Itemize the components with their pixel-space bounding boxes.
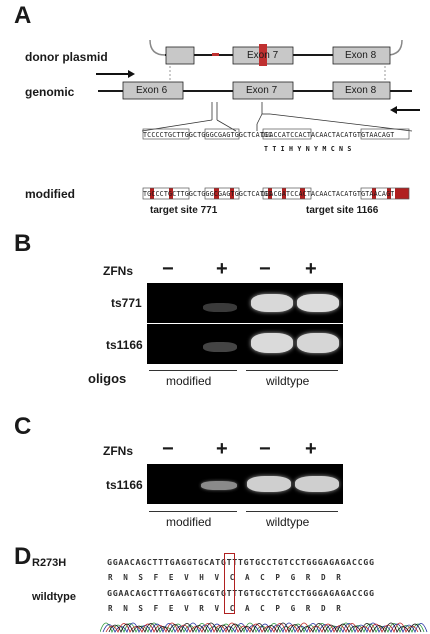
genomic-exon7-box xyxy=(232,81,294,100)
wildtype-sequence: GGAACAGCTTTGAGGTGCGTGTTTGTGCCTGTCCTGGGAG… xyxy=(107,588,375,598)
group-modified-c: modified xyxy=(166,515,212,529)
oligos-label: oligos xyxy=(88,371,127,386)
modified-label: modified xyxy=(25,187,75,201)
wildtype-label-d: wildtype xyxy=(32,591,77,603)
r273h-aa-sequence: R N S F E V H V C A C P G R D R xyxy=(108,573,342,582)
lane-sign-c-1: − xyxy=(162,438,174,460)
lane-sign-b-3: − xyxy=(259,258,271,280)
donor-mutation-mark-771 xyxy=(212,53,219,56)
chromatogram-trace xyxy=(100,622,428,634)
panel-b-letter: B xyxy=(14,230,32,257)
modified-seq-1166: CCACGATCCACTACAACTACATGTGTAACAGT xyxy=(261,190,395,198)
lane-sign-b-2: + xyxy=(216,258,228,280)
wildtype-seq-1166: CCACCATCCACTACAACTACATGTGTAACAGT xyxy=(261,131,395,139)
lane-sign-c-3: − xyxy=(259,438,271,460)
group-wildtype-c: wildtype xyxy=(266,515,310,529)
modified-seq-771: TGCCCTGCTTGGCTGGGCGAGTGGCTCATGC xyxy=(143,190,273,198)
target-site-771-label: target site 771 xyxy=(150,205,218,216)
plasmid-left-arc xyxy=(149,39,166,56)
r273h-label: R273H xyxy=(32,557,67,569)
panel-a-letter: A xyxy=(14,2,32,29)
gel-image-ts1166-c xyxy=(147,464,343,504)
gel-row-label-ts1166-c: ts1166 xyxy=(106,478,143,492)
genomic-exon8-label: Exon 8 xyxy=(345,85,377,96)
panel-d-letter: D xyxy=(14,543,32,570)
gel-image-ts771 xyxy=(147,283,343,323)
donor-exon8-box xyxy=(332,46,391,65)
zfns-label-c: ZFNs xyxy=(103,444,133,458)
donor-mutation-mark-1166 xyxy=(259,44,267,66)
genomic-label: genomic xyxy=(25,85,75,99)
donor-exon7-label: Exon 7 xyxy=(247,50,279,61)
gene-diagram xyxy=(96,39,420,200)
lane-sign-b-1: − xyxy=(162,258,174,280)
wildtype-seq-771: TCCCCTGCTTGGCTGGGCGAGTGGCTCATGC xyxy=(143,131,273,139)
gel-row-label-ts1166-b: ts1166 xyxy=(106,338,143,352)
aa-seq-1166: T T I H Y N Y M C N S xyxy=(264,145,352,153)
lane-sign-b-4: + xyxy=(305,258,317,280)
lane-sign-c-4: + xyxy=(305,438,317,460)
genomic-exon6-box xyxy=(122,81,184,100)
gel-row-label-ts771: ts771 xyxy=(111,296,142,310)
genomic-exon7-label: Exon 7 xyxy=(246,85,278,96)
gel-image-ts1166-b xyxy=(147,324,343,364)
target-site-1166-label: target site 1166 xyxy=(306,205,379,216)
panel-c-letter: C xyxy=(14,413,32,440)
genomic-exon8-box xyxy=(332,81,391,100)
oligos-group-modified-b: modified xyxy=(166,374,212,388)
mutation-highlight-box xyxy=(224,553,235,614)
oligos-group-wildtype-b: wildtype xyxy=(266,374,310,388)
genomic-exon6-label: Exon 6 xyxy=(136,85,168,96)
zfns-label-b: ZFNs xyxy=(103,264,133,278)
donor-intron-box xyxy=(165,46,195,65)
lane-sign-c-2: + xyxy=(216,438,228,460)
donor-exon8-label: Exon 8 xyxy=(345,50,377,61)
donor-plasmid-label: donor plasmid xyxy=(25,50,108,64)
r273h-sequence: GGAACAGCTTTGAGGTGCATGTTTGTGCCTGTCCTGGGAG… xyxy=(107,557,375,567)
wildtype-aa-sequence: R N S F E V R V C A C P G R D R xyxy=(108,604,342,613)
